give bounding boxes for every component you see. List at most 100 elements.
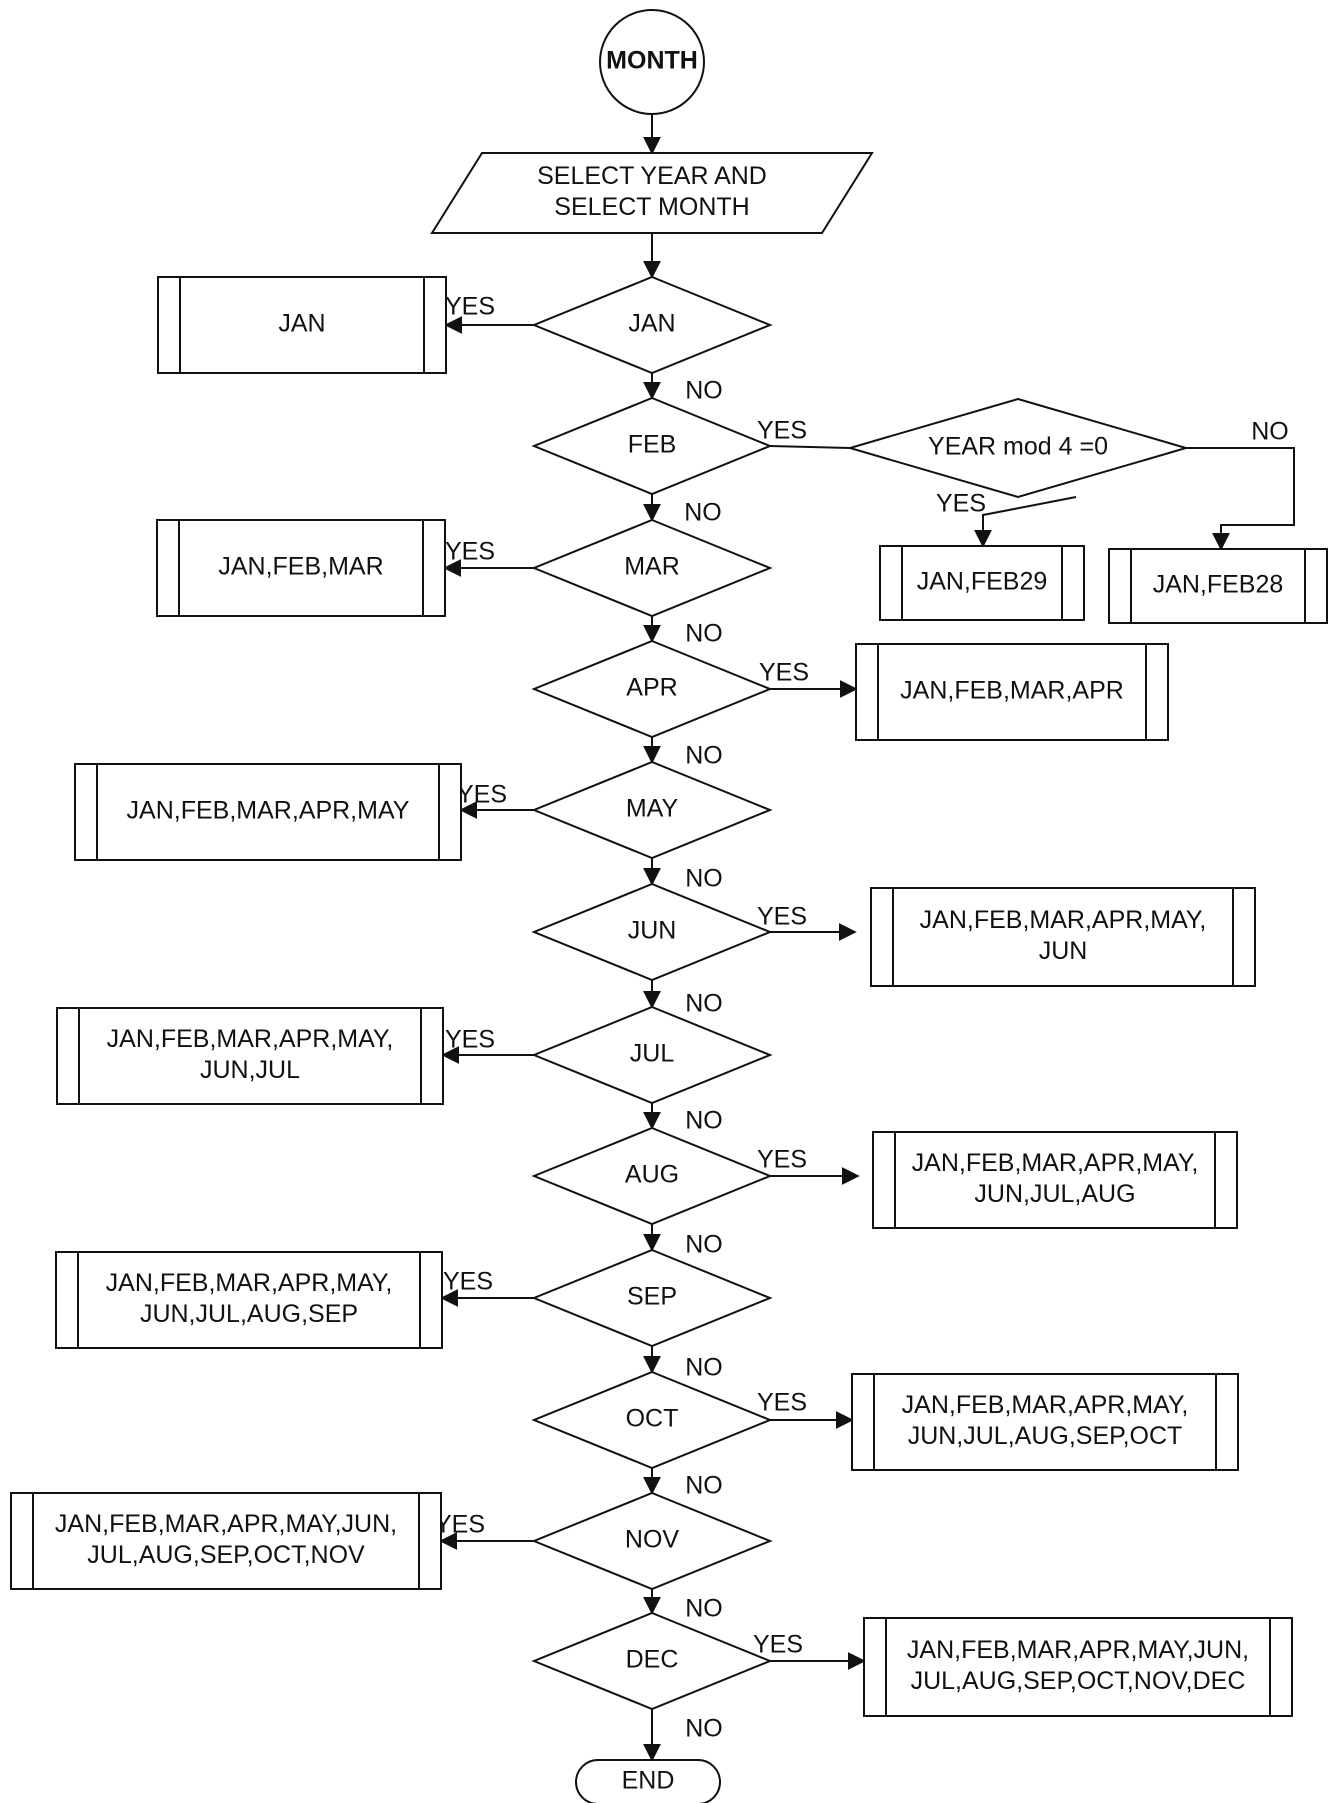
edge-d_jun-to-d_jul: NO (643, 980, 723, 1018)
end-terminator (575, 1759, 721, 1803)
node-d-apr: APR (531, 639, 773, 739)
node-label: JUN,JUL,AUG (974, 1180, 1135, 1208)
predefined-process-box (156, 519, 446, 617)
edge-d_mar-to-p_mar: YES (443, 538, 534, 577)
edge-label-yes: YES (753, 1631, 803, 1659)
node-p-jun: JAN,FEB,MAR,APR,MAY, JUN (870, 887, 1256, 987)
node-label: JAN,FEB28 (1153, 571, 1284, 599)
decision-diamond (846, 397, 1190, 499)
node-label: MAR (624, 553, 680, 581)
edge-d_feb-to-d_leap: YES (757, 417, 910, 457)
node-p-feb29: JAN,FEB29 (879, 545, 1085, 621)
predefined-process-box (56, 1007, 444, 1105)
node-label: JUN,JUL,AUG,SEP (140, 1300, 358, 1328)
edge-label-yes: YES (757, 1389, 807, 1417)
node-label: YEAR mod 4 =0 (928, 433, 1108, 461)
node-label: AUG (625, 1161, 679, 1189)
node-label: JUN,JUL,AUG,SEP,OCT (908, 1422, 1183, 1450)
node-label: MONTH (606, 47, 698, 75)
node-label: JUN,JUL (200, 1056, 300, 1084)
edge-d_jul-to-d_aug: NO (643, 1103, 723, 1135)
edge-label-yes: YES (445, 1026, 495, 1054)
decision-diamond (531, 518, 773, 618)
connector-arrow (1186, 447, 1295, 551)
edge-label-no: NO (684, 499, 722, 527)
predefined-process-box (872, 1131, 1238, 1229)
node-label: JAN,FEB,MAR,APR,MAY,JUN, (907, 1636, 1249, 1664)
edge-label-no: NO (685, 1231, 723, 1259)
edge-d_sep-to-p_sep: YES (440, 1268, 534, 1307)
node-label: JAN,FEB,MAR,APR (900, 677, 1124, 705)
node-label: JAN,FEB,MAR,APR,MAY, (106, 1269, 393, 1297)
node-d-aug: AUG (531, 1126, 773, 1226)
node-label: SELECT YEAR AND (537, 162, 767, 190)
edge-d_nov-to-d_dec: NO (643, 1589, 723, 1623)
edge-label-no: NO (685, 620, 723, 648)
predefined-process-box (879, 545, 1085, 621)
node-label: DEC (626, 1646, 679, 1674)
node-d-jul: JUL (531, 1005, 773, 1105)
node-p-jan: JAN (157, 276, 447, 374)
edge-label-yes: YES (443, 1268, 493, 1296)
predefined-process-box (870, 887, 1256, 987)
edge-label-no: NO (685, 1354, 723, 1382)
decision-diamond (531, 639, 773, 739)
decision-diamond (531, 1491, 773, 1591)
edge-d_jan-to-p_jan: YES (444, 293, 534, 334)
node-p-mar: JAN,FEB,MAR (156, 519, 446, 617)
edge-label-no: NO (685, 1595, 723, 1623)
node-d-dec: DEC (531, 1611, 773, 1711)
decision-diamond (531, 882, 773, 982)
edge-d_sep-to-d_oct: NO (643, 1346, 723, 1382)
predefined-process-box (863, 1617, 1293, 1717)
node-label: JUL (630, 1040, 675, 1068)
node-d-mar: MAR (531, 518, 773, 618)
node-label: JAN,FEB,MAR,APR,MAY, (107, 1025, 394, 1053)
node-d-jun: JUN (531, 882, 773, 982)
node-d-jan: JAN (531, 275, 773, 375)
node-label: JAN,FEB,MAR,APR,MAY,JUN, (55, 1510, 397, 1538)
node-start: MONTH (599, 9, 705, 115)
decision-diamond (531, 760, 773, 860)
edge-label-yes: YES (757, 903, 807, 931)
edge-label-yes: YES (759, 659, 809, 687)
edge-label-no: NO (685, 1107, 723, 1135)
node-p-dec: JAN,FEB,MAR,APR,MAY,JUN, JUL,AUG,SEP,OCT,… (863, 1617, 1293, 1717)
node-label: JAN,FEB,MAR,APR,MAY, (920, 906, 1207, 934)
edge-d_leap-to-p_feb29: YES (936, 490, 1077, 548)
edge-d_nov-to-p_nov: YES (435, 1511, 534, 1550)
edge-label-no: NO (1251, 418, 1289, 446)
node-label: END (622, 1767, 675, 1795)
node-d-sep: SEP (531, 1248, 773, 1348)
predefined-process-box (1108, 548, 1328, 624)
node-label: JAN,FEB,MAR,APR,MAY (127, 797, 410, 825)
node-end: END (575, 1759, 721, 1803)
node-label: MAY (626, 795, 679, 823)
edge-d_apr-to-p_apr: YES (759, 659, 858, 698)
node-d-oct: OCT (531, 1370, 773, 1470)
edge-d_jul-to-p_jul: YES (441, 1026, 534, 1064)
node-label: APR (626, 674, 677, 702)
node-label: JAN,FEB,MAR,APR,MAY, (912, 1149, 1199, 1177)
node-label: JUL,AUG,SEP,OCT,NOV,DEC (911, 1667, 1246, 1695)
edge-label-yes: YES (445, 293, 495, 321)
edge-label-no: NO (685, 865, 723, 893)
node-p-feb28: JAN,FEB28 (1108, 548, 1328, 624)
node-d-may: MAY (531, 760, 773, 860)
edge-label-yes: YES (757, 417, 807, 445)
edge-label-yes: YES (457, 781, 507, 809)
node-p-oct: JAN,FEB,MAR,APR,MAY,JUN,JUL,AUG,SEP,OCT (851, 1373, 1239, 1471)
predefined-process-box (157, 276, 447, 374)
node-label: JAN,FEB,MAR (218, 553, 383, 581)
decision-diamond (531, 1126, 773, 1226)
start-circle (599, 9, 705, 115)
node-label: JUN (1039, 937, 1088, 965)
decision-diamond (531, 1611, 773, 1711)
edge-d_mar-to-d_apr: NO (643, 616, 723, 648)
edge-d_jan-to-d_feb: NO (643, 373, 723, 405)
edges-layer: YES NO YES NO YES NO YES NO YES NO YES NO YES NO YES NO… (435, 114, 1295, 1762)
edge-d_aug-to-d_sep: NO (643, 1224, 723, 1259)
